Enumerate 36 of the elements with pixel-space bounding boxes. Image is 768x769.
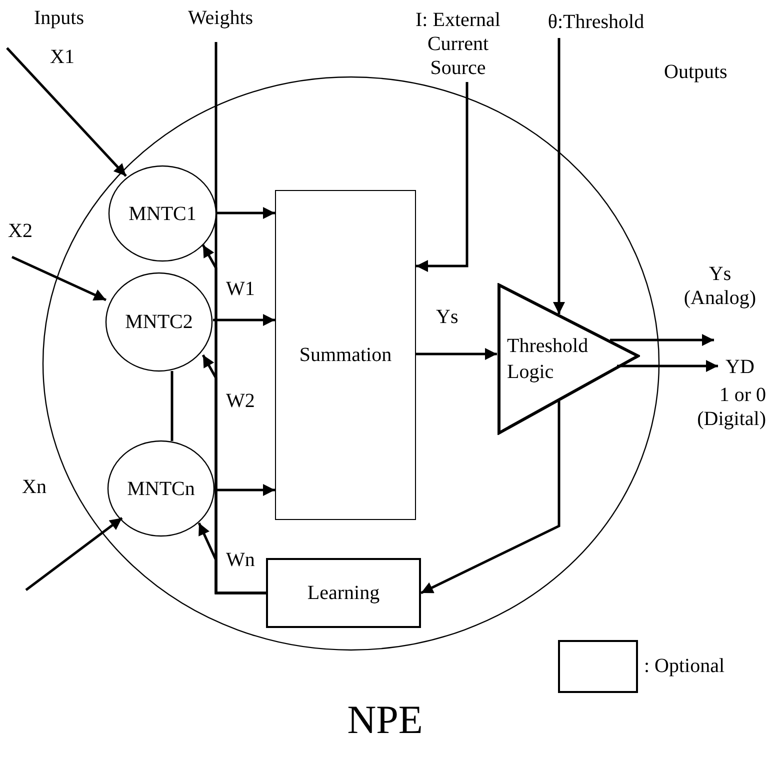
edge-label: Xn — [22, 476, 46, 498]
caption: NPE — [346, 696, 424, 744]
edge-label: W1 — [226, 278, 255, 300]
heading-label: Weights — [188, 6, 254, 30]
signal-text: I: External Current Source — [400, 8, 516, 82]
signal-text: Ys (Analog) — [672, 262, 768, 320]
signal-caption: 1 or 0 (Digital) — [696, 383, 766, 431]
arrow — [416, 348, 497, 360]
edge-label: W2 — [226, 390, 255, 412]
arrow — [416, 82, 468, 272]
arrow — [213, 314, 275, 326]
connector-line — [170, 371, 174, 441]
summation-box: Summation — [275, 190, 416, 520]
arrow — [553, 38, 565, 314]
arrow — [217, 207, 275, 219]
arrow — [420, 401, 560, 594]
learning-box: Learning — [266, 558, 421, 628]
threshold-logic-triangle: Threshold Logic — [497, 283, 640, 435]
arrow — [617, 360, 718, 372]
arrow — [11, 256, 107, 302]
signal-text: θ:Threshold — [530, 10, 662, 38]
edge-label: X2 — [8, 220, 32, 242]
heading-label: Inputs — [34, 6, 84, 30]
mntc-ellipse: MNTCn — [107, 440, 215, 537]
edge-label: Ys — [436, 306, 458, 328]
arrow — [6, 47, 127, 177]
arrow — [610, 334, 714, 346]
mntc-ellipse: MNTC2 — [105, 272, 213, 372]
arrow — [215, 484, 275, 496]
legend-text: : Optional — [644, 654, 725, 678]
edge-label: X1 — [50, 46, 74, 68]
edge-label: Wn — [226, 549, 255, 571]
arrow — [25, 517, 123, 591]
arrow — [198, 522, 266, 594]
heading-label: Outputs — [664, 60, 728, 84]
signal-text: YD — [718, 355, 762, 381]
